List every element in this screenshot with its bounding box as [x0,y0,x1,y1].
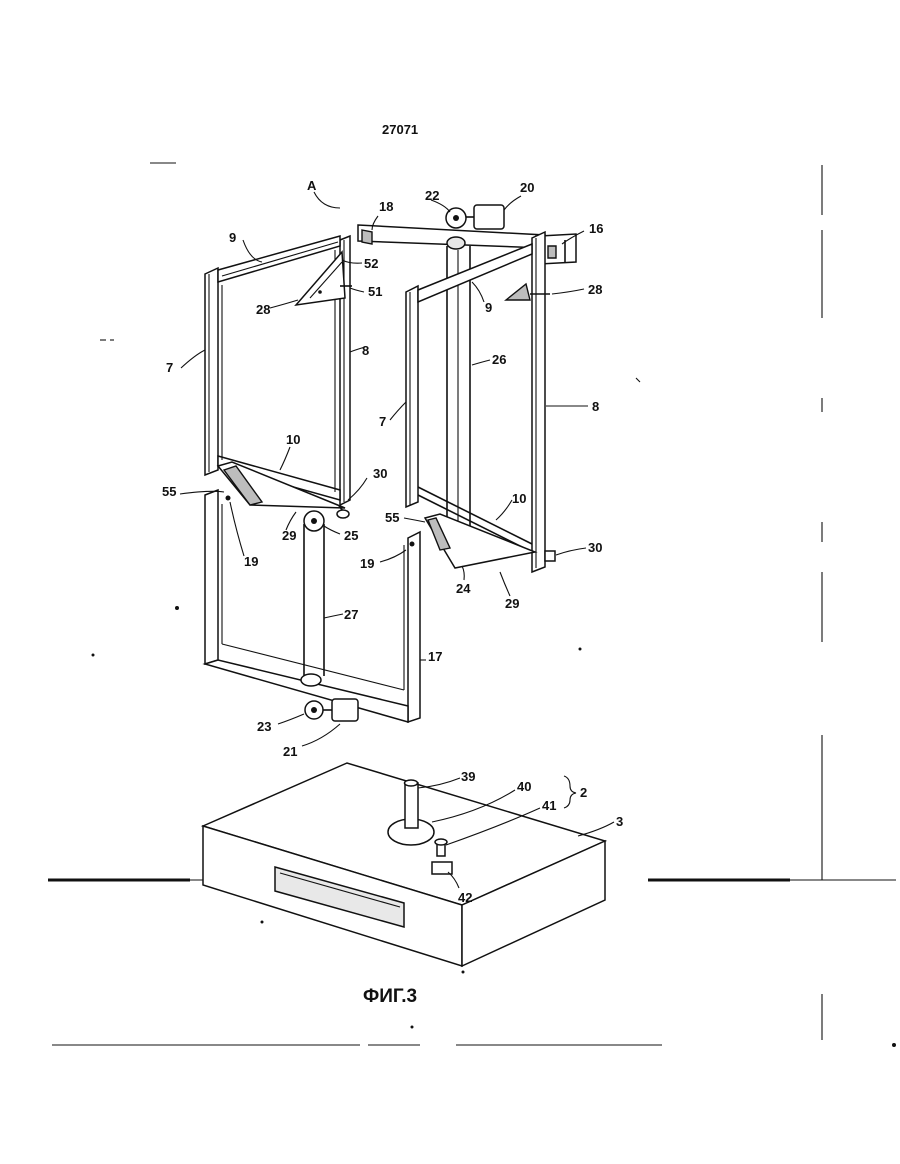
label-8a: 8 [362,343,369,358]
label-9b: 9 [485,300,492,315]
label-25: 25 [344,528,358,543]
label-18: 18 [379,199,393,214]
label-7a: 7 [166,360,173,375]
label-20: 20 [520,180,534,195]
label-24: 24 [456,581,471,596]
label-7b: 7 [379,414,386,429]
label-21: 21 [283,744,297,759]
label-55b: 55 [385,510,399,525]
label-9a: 9 [229,230,236,245]
label-8b: 8 [592,399,599,414]
label-2: 2 [580,785,587,800]
figure-caption: ФИГ.3 [363,986,417,1008]
label-41: 41 [542,798,556,813]
label-39: 39 [461,769,475,784]
label-26: 26 [492,352,506,367]
label-40: 40 [517,779,531,794]
label-19b: 19 [360,556,374,571]
label-55a: 55 [162,484,176,499]
motor-21-roller-23 [305,699,358,721]
label-27: 27 [344,607,358,622]
right-panel-frame [406,232,555,572]
label-19a: 19 [244,554,258,569]
label-A: A [307,178,317,193]
label-42: 42 [458,890,472,905]
base-3 [203,763,605,966]
label-22: 22 [425,188,439,203]
label-23: 23 [257,719,271,734]
belt-26 [447,246,471,545]
label-29a: 29 [282,528,296,543]
label-30a: 30 [373,466,387,481]
label-10a: 10 [286,432,300,447]
label-52: 52 [364,256,378,271]
label-16: 16 [589,221,603,236]
label-10b: 10 [512,491,526,506]
label-30b: 30 [588,540,602,555]
label-28a: 28 [256,302,270,317]
label-3: 3 [616,814,623,829]
label-17: 17 [428,649,442,664]
label-28b: 28 [588,282,602,297]
left-panel-frame [205,236,352,518]
belt-27-roller-25 [304,511,324,676]
label-29b: 29 [505,596,519,611]
label-51: 51 [368,284,382,299]
